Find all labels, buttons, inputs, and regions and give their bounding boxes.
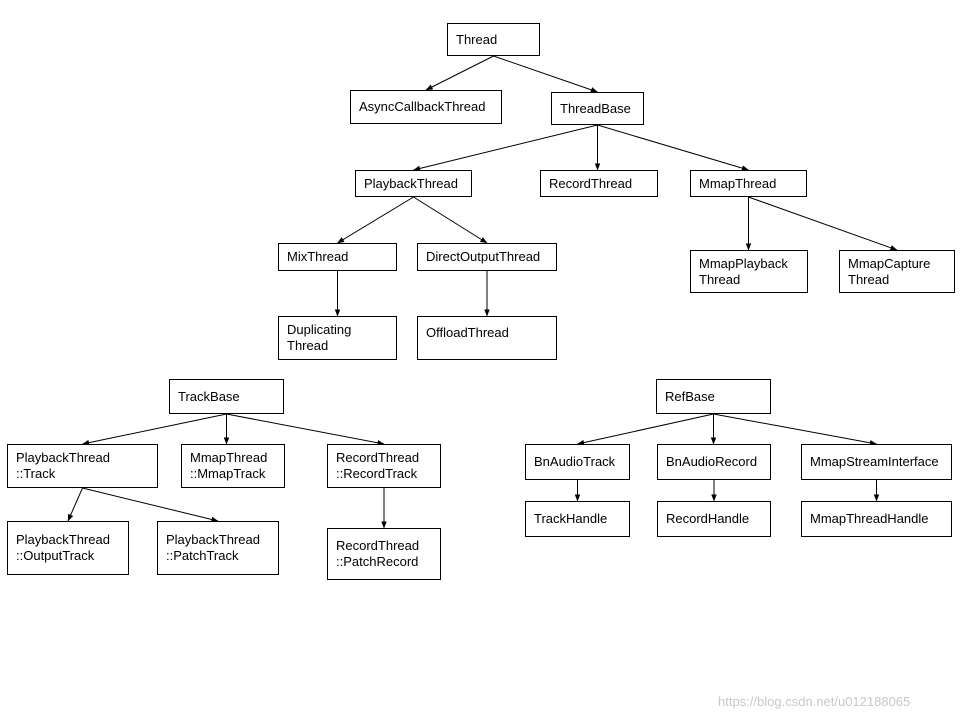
node-record-thread-patch-record: RecordThread ::PatchRecord [327,528,441,580]
node-direct-output-thread-label: DirectOutputThread [426,249,541,264]
watermark-url: https://blog.csdn.net/u012188065 [718,694,911,709]
node-playback-thread-patch-track-line1: PlaybackThread [166,532,260,547]
node-mmap-capture-thread-line2: Thread [848,271,890,287]
node-mmap-thread-mmap-track-line1: MmapThread [190,450,268,465]
node-record-thread: RecordThread [540,170,658,197]
edge-trackbase-to-pt_track [82,413,227,446]
node-thread: Thread [447,23,540,56]
node-mmap-capture-thread: MmapCapture Thread [839,250,955,293]
node-record-thread-record-track-line1: RecordThread [336,450,420,465]
node-ref-base: RefBase [656,379,771,414]
node-mmap-thread-label: MmapThread [699,175,777,191]
node-playback-thread-track-line1: PlaybackThread [16,450,110,465]
node-duplicating-thread-line2: Thread [287,338,329,353]
node-bn-audio-record: BnAudioRecord [657,444,771,480]
node-playback-thread-patch-track-line2: ::PatchTrack [166,548,239,563]
edge-threadbase-to-mmapthread [597,124,749,171]
node-duplicating-thread: Duplicating Thread [278,316,397,360]
edge-playbackthread-to-mixthread [337,196,414,244]
node-offload-thread-label: OffloadThread [426,325,509,340]
node-mix-thread: MixThread [278,243,397,271]
node-playback-thread-output-track-line1: PlaybackThread [16,532,110,547]
edge-threadbase-to-playbackthread [413,124,598,172]
node-mmap-playback-thread-line2: Thread [699,271,741,287]
node-offload-thread: OffloadThread [417,316,557,360]
node-playback-thread-patch-track: PlaybackThread ::PatchTrack [157,521,279,575]
node-mmap-stream-interface-label: MmapStreamInterface [810,454,939,469]
node-mmap-thread-mmap-track: MmapThread ::MmapTrack [181,444,285,488]
node-thread-base-label: ThreadBase [560,100,631,116]
edge-refbase-to-bnaudiotrack [577,413,714,446]
node-playback-thread: PlaybackThread [355,170,472,197]
node-playback-thread-output-track: PlaybackThread ::OutputTrack [7,521,129,575]
node-record-thread-record-track: RecordThread ::RecordTrack [327,444,441,488]
node-record-thread-label: RecordThread [549,175,633,191]
node-playback-thread-label: PlaybackThread [364,175,458,191]
node-mmap-capture-thread-line1: MmapCapture [848,255,931,271]
edge-trackbase-to-rt_recordtrack [226,413,385,446]
node-record-handle: RecordHandle [657,501,771,537]
node-record-thread-record-track-line2: ::RecordTrack [336,466,418,481]
node-mmap-thread-handle: MmapThreadHandle [801,501,952,537]
node-record-thread-patch-record-line1: RecordThread [336,538,420,553]
node-bn-audio-record-label: BnAudioRecord [666,454,758,469]
node-async-callback-thread-label: AsyncCallbackThread [359,99,486,114]
node-track-base-label: TrackBase [178,388,240,404]
node-mmap-playback-thread-line1: MmapPlayback [699,255,788,271]
node-playback-thread-track: PlaybackThread ::Track [7,444,158,488]
node-ref-base-label: RefBase [665,388,715,404]
node-duplicating-thread-line1: Duplicating [287,322,352,337]
edge-pt_track-to-pt_patchtrack [82,487,219,523]
edge-playbackthread-to-directoutput [413,196,488,244]
edge-pt_track-to-pt_outputtrack [67,487,83,522]
node-thread-base: ThreadBase [551,92,644,125]
node-mix-thread-label: MixThread [287,249,349,264]
node-thread-label: Thread [456,31,498,47]
edge-refbase-to-mmapstream [713,413,877,446]
node-track-handle-label: TrackHandle [534,511,608,526]
edge-thread-to-async [425,55,494,91]
node-track-handle: TrackHandle [525,501,630,537]
node-mmap-thread-mmap-track-line2: ::MmapTrack [190,466,266,481]
node-mmap-playback-thread: MmapPlayback Thread [690,250,808,293]
node-bn-audio-track: BnAudioTrack [525,444,630,480]
node-direct-output-thread: DirectOutputThread [417,243,557,271]
node-playback-thread-track-line2: ::Track [16,466,56,481]
node-mmap-stream-interface: MmapStreamInterface [801,444,952,480]
node-bn-audio-track-label: BnAudioTrack [534,454,616,469]
node-track-base: TrackBase [169,379,284,414]
node-mmap-thread-handle-label: MmapThreadHandle [810,511,929,526]
node-playback-thread-output-track-line2: ::OutputTrack [16,548,95,563]
node-async-callback-thread: AsyncCallbackThread [350,90,502,124]
edge-thread-to-threadbase [493,55,598,93]
node-record-thread-patch-record-line2: ::PatchRecord [336,554,419,569]
node-mmap-thread: MmapThread [690,170,807,197]
node-record-handle-label: RecordHandle [666,511,750,526]
edge-mmapthread-to-mmapcapture [748,196,898,251]
